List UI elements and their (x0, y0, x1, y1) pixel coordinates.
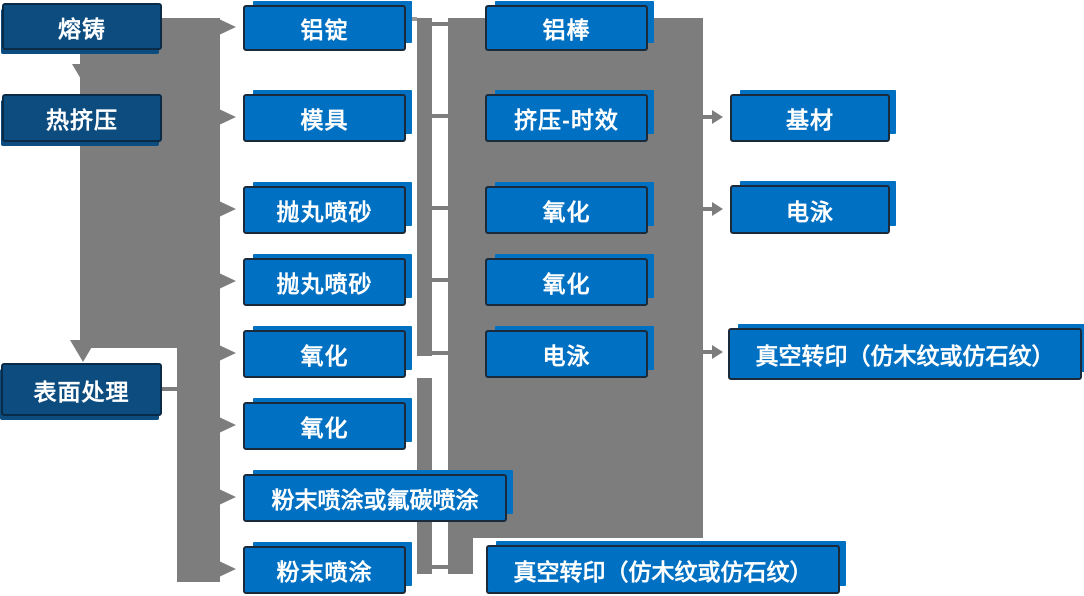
node-zhuanyin-c3: 真空转印（仿木纹或仿石纹） (486, 545, 840, 594)
node-lubang: 铝棒 (485, 5, 648, 51)
node-label: 粉末喷涂 (276, 559, 373, 585)
node-paowan-2: 抛丸喷砂 (243, 258, 406, 306)
arrow-right-icon-to-luding (219, 19, 236, 35)
node-yanghua-c2-1: 氧化 (243, 330, 406, 378)
stem-to-zhuanyin4 (703, 350, 713, 354)
connector-bar-left-main (80, 18, 220, 348)
node-label: 氧化 (300, 415, 349, 441)
link-row4 (432, 278, 448, 282)
node-fenmo: 粉末喷涂 (243, 546, 406, 594)
node-yanghua-c3-2: 氧化 (485, 258, 648, 306)
stem-to-dianyong4 (703, 207, 713, 211)
node-jicai: 基材 (730, 94, 890, 142)
node-label: 真空转印（仿木纹或仿石纹） (755, 343, 1055, 369)
node-label: 熔铸 (58, 15, 106, 42)
arrow-right-icon-to-fenmo (219, 561, 236, 577)
node-label: 氧化 (542, 199, 591, 225)
arrow-right-icon-to-yanghua1 (219, 345, 236, 361)
node-label: 粉末喷涂或氟碳喷涂 (271, 487, 479, 513)
node-label: 电泳 (542, 343, 591, 369)
connector-bar-mid-upper (417, 18, 432, 356)
link-biaomian-to-bar (162, 387, 177, 391)
node-zhuanyin-c4: 真空转印（仿木纹或仿石纹） (728, 328, 1082, 380)
node-dianyong-c4: 电泳 (730, 185, 890, 234)
link-row3 (432, 206, 448, 210)
node-yanghua-c3-1: 氧化 (485, 186, 648, 234)
node-rongzhu: 熔铸 (2, 3, 162, 50)
node-luding: 铝锭 (243, 5, 406, 51)
node-muju: 模具 (243, 94, 406, 142)
link-row1 (432, 22, 448, 26)
arrow-right-icon-to-yanghua2 (219, 417, 236, 433)
arrow-right-icon-to-paowan1 (219, 201, 236, 217)
node-label: 铝棒 (542, 17, 591, 43)
node-fenmo-fukarbon: 粉末喷涂或氟碳喷涂 (243, 474, 507, 522)
arrow-right-icon-to-muju (219, 109, 236, 125)
arrow-down-icon-rejiya-biaomian (70, 340, 96, 362)
node-paowan-1: 抛丸喷砂 (243, 186, 406, 234)
node-label: 真空转印（仿木纹或仿石纹） (513, 558, 813, 585)
stem-to-jicai (703, 115, 713, 119)
arrow-right-icon-to-fenmofc (219, 489, 236, 505)
node-dianyong-c3: 电泳 (485, 330, 648, 378)
node-label: 热挤压 (46, 107, 118, 133)
node-yanghua-c2-2: 氧化 (243, 402, 406, 450)
connector-bar-right-foot (448, 538, 473, 574)
link-row8-bottom (432, 565, 448, 569)
node-biaomianchuli: 表面处理 (1, 363, 162, 416)
arrow-right-icon-to-dianyong4 (712, 202, 723, 216)
arrow-right-icon-to-jicai (712, 110, 723, 124)
connector-bar-left-lower (177, 348, 220, 582)
node-label: 模具 (300, 107, 349, 133)
link-row2 (432, 114, 448, 118)
node-label: 表面处理 (33, 378, 130, 405)
node-label: 抛丸喷砂 (276, 271, 373, 297)
node-label: 基材 (786, 107, 834, 133)
arrow-down-icon-rongzhu-rejiya (72, 64, 98, 86)
node-jiya-shixiao: 挤压-时效 (485, 94, 648, 142)
arrow-right-icon-to-zhuanyin4 (712, 345, 723, 359)
link-row5 (432, 351, 448, 355)
node-label: 电泳 (786, 198, 834, 225)
link-luding-to-bar (406, 17, 417, 21)
node-rejiya: 热挤压 (2, 94, 162, 142)
node-label: 挤压-时效 (514, 107, 619, 133)
node-label: 抛丸喷砂 (276, 199, 373, 225)
arrow-right-icon-to-paowan2 (219, 273, 236, 289)
node-label: 氧化 (300, 343, 349, 369)
node-label: 氧化 (542, 271, 591, 297)
node-label: 铝锭 (300, 17, 349, 43)
